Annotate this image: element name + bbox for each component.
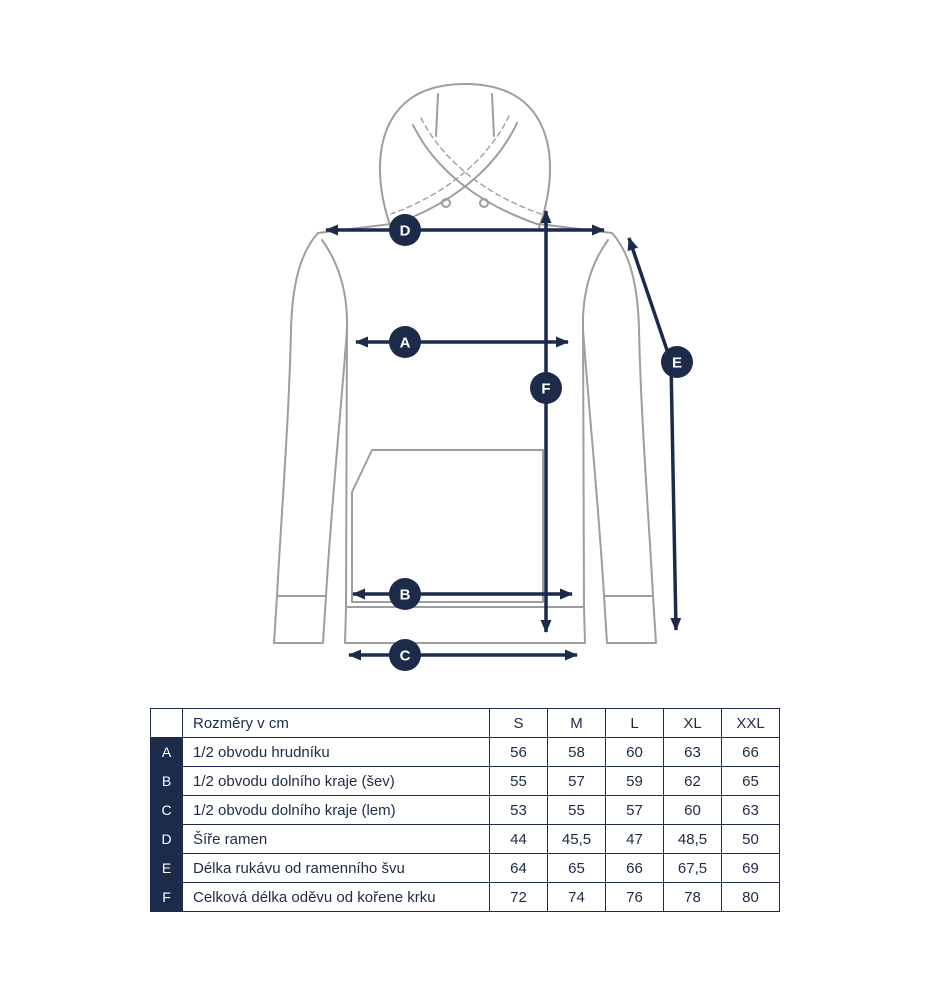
row-value: 62 [663, 766, 722, 796]
row-value: 66 [721, 737, 780, 767]
row-value: 47 [605, 824, 664, 854]
hood-flap-right [391, 122, 518, 226]
eyelet-right [479, 198, 489, 208]
cuff-left [273, 595, 327, 644]
hood-seam-left [435, 93, 439, 137]
badge-A-label: A [400, 335, 411, 352]
torso-left [345, 317, 348, 608]
size-header: L [605, 708, 664, 738]
kangaroo-pocket [351, 449, 544, 603]
row-value: 56 [489, 737, 548, 767]
badge-E: E [661, 346, 693, 378]
badge-F-label: F [541, 381, 550, 398]
measurement-badges: D A F E B C [389, 214, 693, 671]
corner-cell [150, 708, 183, 738]
row-value: 66 [605, 853, 664, 883]
hood-stitch-left [420, 117, 542, 215]
badge-A: A [389, 326, 421, 358]
row-value: 53 [489, 795, 548, 825]
row-value: 65 [721, 766, 780, 796]
badge-E-label: E [672, 355, 682, 372]
row-value: 59 [605, 766, 664, 796]
row-value: 64 [489, 853, 548, 883]
row-value: 69 [721, 853, 780, 883]
badge-F: F [530, 372, 562, 404]
hood-flap-left [412, 124, 541, 226]
size-header: XL [663, 708, 722, 738]
row-letter-badge: F [150, 882, 183, 912]
eyelet-left [441, 198, 451, 208]
row-value: 60 [663, 795, 722, 825]
row-value: 65 [547, 853, 606, 883]
hoodie-outline [273, 83, 657, 644]
hood-outer [378, 83, 552, 229]
badge-B: B [389, 578, 421, 610]
row-letter-badge: B [150, 766, 183, 796]
row-letter-badge: E [150, 853, 183, 883]
row-value: 67,5 [663, 853, 722, 883]
dimensions-header: Rozměry v cm [182, 708, 490, 738]
sleeve-left-outer [276, 232, 319, 597]
row-label: 1/2 obvodu dolního kraje (lem) [182, 795, 490, 825]
row-letter-badge: D [150, 824, 183, 854]
row-value: 57 [605, 795, 664, 825]
row-letter-badge: A [150, 737, 183, 767]
row-value: 55 [489, 766, 548, 796]
size-header: S [489, 708, 548, 738]
armhole-left [321, 239, 348, 319]
row-label: Délka rukávu od ramenního švu [182, 853, 490, 883]
cuff-right [603, 595, 657, 644]
row-value: 72 [489, 882, 548, 912]
measurement-arrows [325, 210, 682, 661]
row-letter-badge: C [150, 795, 183, 825]
row-value: 48,5 [663, 824, 722, 854]
badge-B-label: B [400, 587, 411, 604]
row-value: 57 [547, 766, 606, 796]
size-header: M [547, 708, 606, 738]
row-value: 63 [663, 737, 722, 767]
badge-C: C [389, 639, 421, 671]
hood-seam-right [491, 93, 495, 137]
sleeve-right-inner [582, 329, 605, 597]
row-value: 45,5 [547, 824, 606, 854]
row-label: Šíře ramen [182, 824, 490, 854]
badge-D: D [389, 214, 421, 246]
row-value: 44 [489, 824, 548, 854]
row-label: 1/2 obvodu hrudníku [182, 737, 490, 767]
row-value: 80 [721, 882, 780, 912]
row-value: 76 [605, 882, 664, 912]
row-value: 58 [547, 737, 606, 767]
hood-stitch-right [390, 115, 510, 215]
row-value: 63 [721, 795, 780, 825]
row-value: 78 [663, 882, 722, 912]
sleeve-left-inner [325, 329, 348, 597]
size-header: XXL [721, 708, 780, 738]
badge-C-label: C [400, 648, 411, 665]
row-value: 74 [547, 882, 606, 912]
row-value: 50 [721, 824, 780, 854]
row-value: 55 [547, 795, 606, 825]
hem-band [344, 606, 586, 644]
row-label: Celková délka oděvu od kořene krku [182, 882, 490, 912]
armhole-right [582, 239, 609, 319]
hoodie-measurement-diagram: D A F E B C [273, 83, 693, 671]
torso-right [582, 317, 585, 608]
badge-D-label: D [400, 223, 411, 240]
row-value: 60 [605, 737, 664, 767]
row-label: 1/2 obvodu dolního kraje (šev) [182, 766, 490, 796]
